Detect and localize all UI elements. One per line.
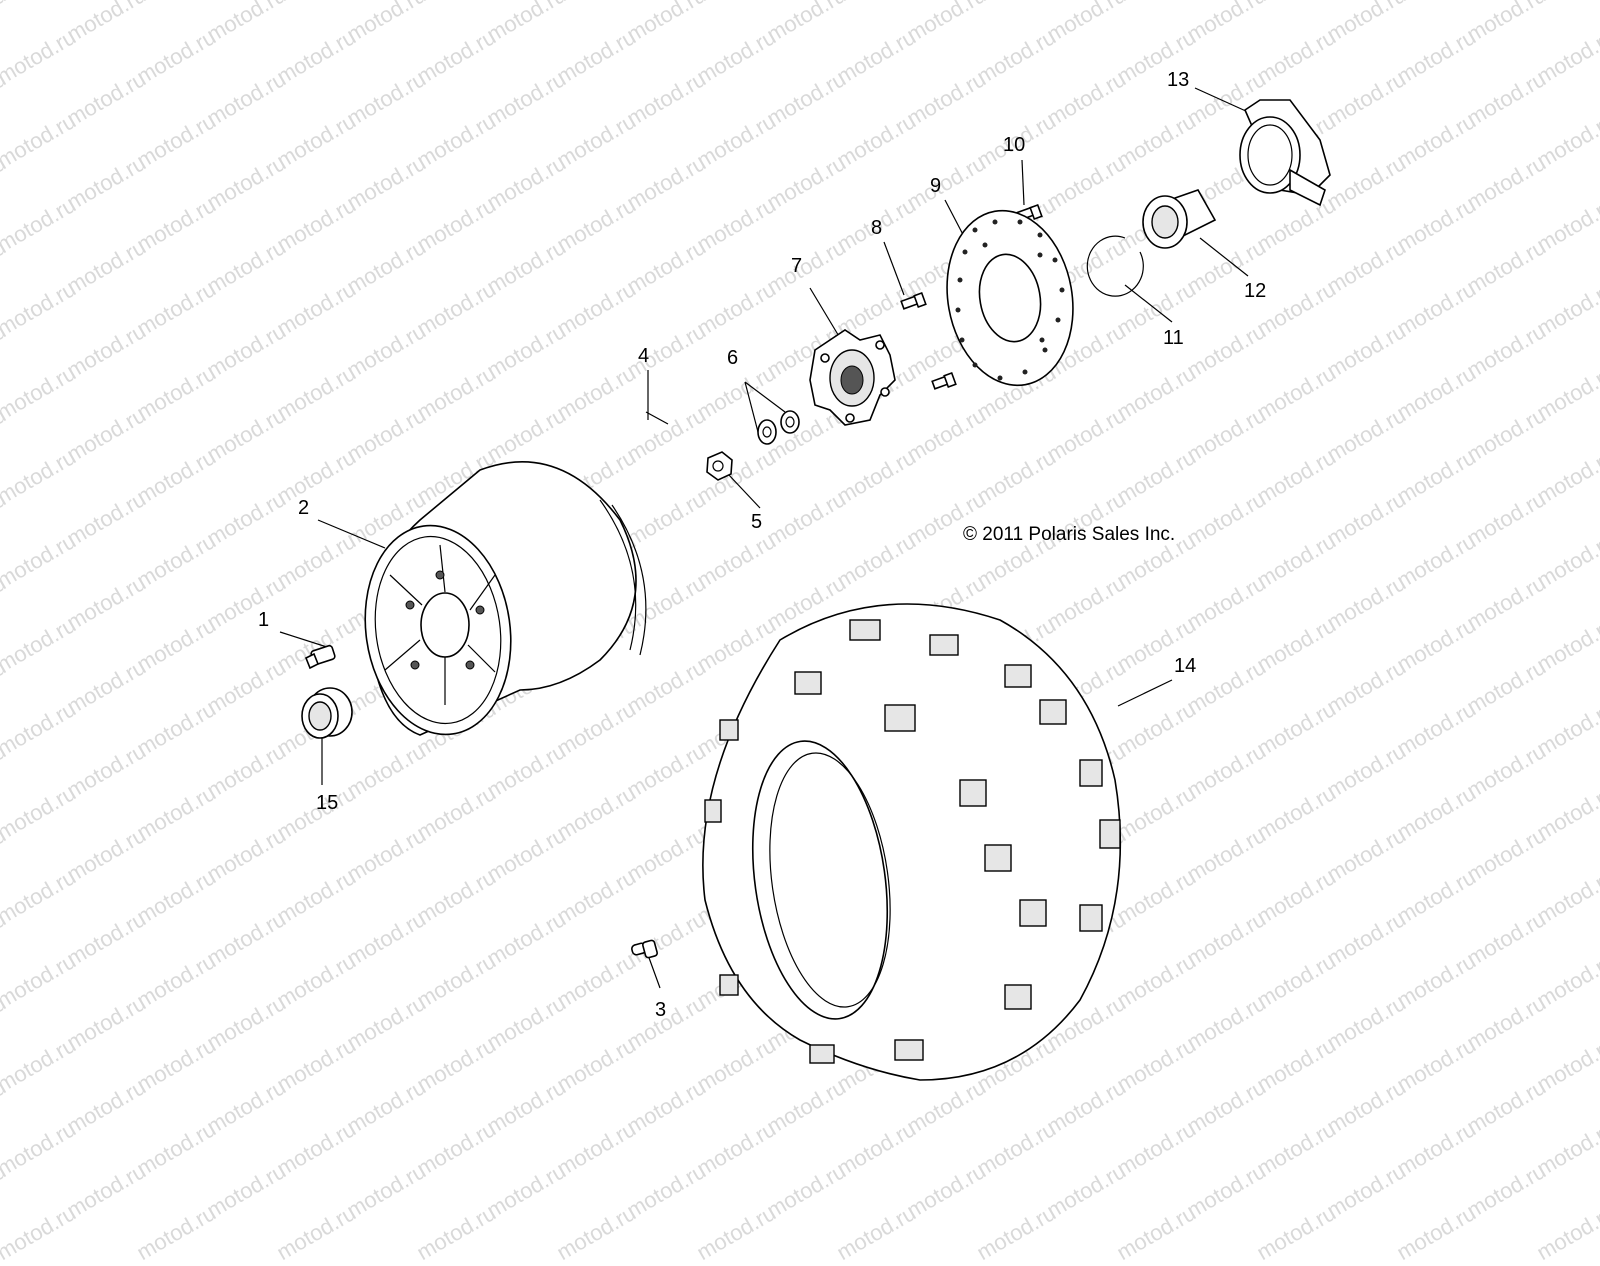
watermark-text: motod.ru bbox=[0, 1200, 81, 1266]
callout-3: 3 bbox=[655, 999, 667, 1021]
part-7-wheel-hub bbox=[809, 329, 896, 426]
callout-6: 6 bbox=[727, 347, 739, 369]
part-11-retaining-ring bbox=[1086, 235, 1144, 297]
part-2-wheel-rim bbox=[364, 461, 647, 736]
callout-7: 7 bbox=[791, 255, 803, 277]
watermark-text: motod.ru bbox=[552, 1200, 641, 1266]
part-1-lug-nut bbox=[304, 644, 336, 670]
callout-2: 2 bbox=[298, 497, 310, 519]
callout-8: 8 bbox=[871, 217, 883, 239]
copyright-notice: © 2011 Polaris Sales Inc. bbox=[963, 524, 1176, 545]
callout-4: 4 bbox=[638, 345, 650, 367]
callout-10: 10 bbox=[1003, 134, 1026, 156]
callout-12: 12 bbox=[1244, 280, 1267, 302]
part-4-cotter-pin bbox=[645, 411, 669, 425]
part-6-washers bbox=[757, 410, 800, 445]
watermark-text: motod.ru bbox=[1392, 1200, 1481, 1266]
watermark-text: motod.ru bbox=[972, 1200, 1061, 1266]
part-12-bearing bbox=[1142, 189, 1217, 249]
watermark-text: motod.ru bbox=[132, 1200, 221, 1266]
part-9-brake-disc bbox=[946, 209, 1074, 387]
part-15-center-cap bbox=[301, 687, 353, 739]
part-8-hub-bolt bbox=[900, 291, 957, 390]
part-13-bearing-carrier bbox=[1239, 99, 1331, 207]
callout-14: 14 bbox=[1174, 655, 1197, 677]
watermark-text: motod.ru bbox=[692, 1200, 781, 1266]
callout-5: 5 bbox=[751, 511, 763, 533]
watermark-text: motod.ru bbox=[832, 1200, 921, 1266]
part-14-tire bbox=[702, 603, 1122, 1081]
watermark-text: motod.ru bbox=[1112, 1200, 1201, 1266]
exploded-parts-diagram bbox=[279, 87, 1331, 1081]
leader-lines bbox=[279, 87, 1249, 989]
watermark-text: motod.ru bbox=[272, 1200, 361, 1266]
part-3-valve-stem bbox=[631, 939, 658, 959]
watermark-text: motod.ru bbox=[1252, 1200, 1341, 1266]
callout-1: 1 bbox=[258, 609, 270, 631]
part-5-castle-nut bbox=[706, 451, 733, 481]
callout-13: 13 bbox=[1167, 69, 1190, 91]
callout-15: 15 bbox=[316, 792, 339, 814]
callout-11: 11 bbox=[1163, 327, 1184, 349]
watermark-text: motod.ru bbox=[1532, 1200, 1600, 1266]
watermark-text: motod.ru bbox=[412, 1200, 501, 1266]
callout-9: 9 bbox=[930, 175, 942, 197]
